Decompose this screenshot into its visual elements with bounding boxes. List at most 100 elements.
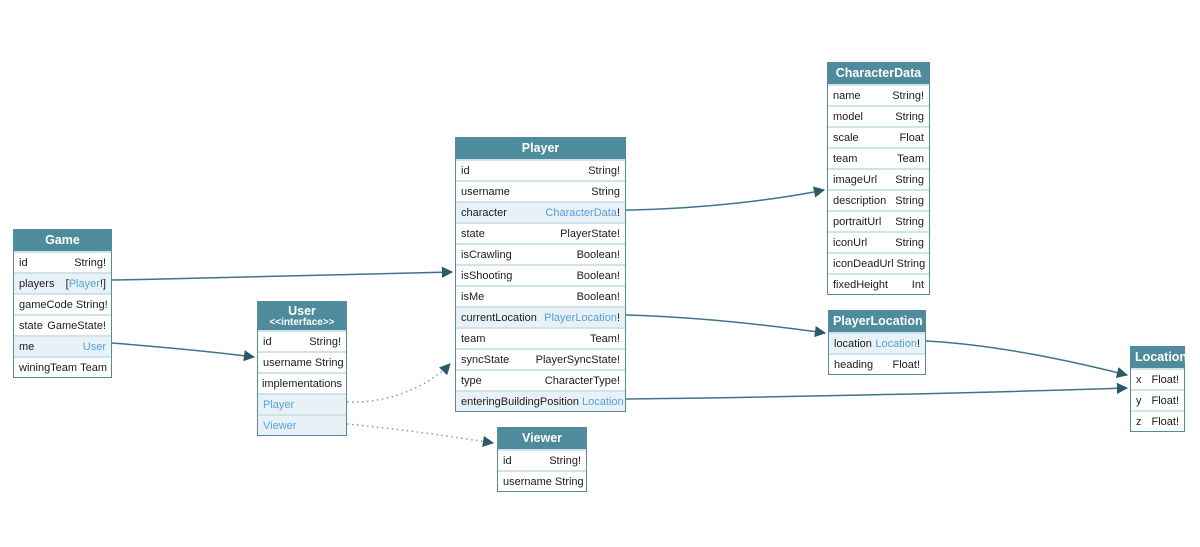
game-row-players[interactable]: players [Player!]	[14, 272, 111, 293]
field-type: String!	[309, 335, 341, 348]
location-row-y[interactable]: y Float!	[1131, 389, 1184, 410]
node-user-header[interactable]: User <<interface>>	[258, 302, 346, 330]
node-characterdata-header[interactable]: CharacterData	[828, 63, 929, 84]
node-characterdata[interactable]: CharacterData name String! model String …	[827, 62, 930, 295]
field-type: String!	[588, 164, 620, 177]
node-viewer-header[interactable]: Viewer	[498, 428, 586, 449]
player-row-state[interactable]: state PlayerState!	[456, 222, 625, 243]
node-game[interactable]: Game id String! players [Player!] gameCo…	[13, 229, 112, 378]
field-name: isShooting	[461, 269, 513, 282]
node-location[interactable]: Location x Float! y Float! z Float!	[1130, 346, 1187, 432]
field-type: String	[896, 257, 926, 270]
characterdata-row-scale[interactable]: scale Float	[828, 126, 929, 147]
field-type: String	[554, 475, 584, 488]
user-implementation-viewer[interactable]: Viewer	[258, 414, 346, 435]
player-row-team[interactable]: team Team!	[456, 327, 625, 348]
location-row-x[interactable]: x Float!	[1131, 368, 1184, 389]
user-row-id[interactable]: id String!	[258, 330, 346, 351]
node-location-header[interactable]: Location	[1131, 347, 1187, 368]
node-user-title: User	[288, 304, 316, 318]
field-name: scale	[833, 131, 859, 144]
player-row-syncstate[interactable]: syncState PlayerSyncState!	[456, 348, 625, 369]
game-row-winingteam[interactable]: winingTeam Team	[14, 356, 111, 377]
field-type: Location!	[875, 337, 920, 350]
player-row-isshooting[interactable]: isShooting Boolean!	[456, 264, 625, 285]
field-type: PlayerState!	[560, 227, 620, 240]
node-viewer-title: Viewer	[521, 431, 563, 445]
field-name: z	[1136, 415, 1142, 428]
field-name: team	[461, 332, 486, 345]
playerlocation-row-location[interactable]: location Location!	[829, 332, 925, 353]
node-viewer[interactable]: Viewer id String! username String	[497, 427, 587, 492]
field-type: Team	[80, 361, 107, 374]
field-type: String	[314, 356, 344, 369]
game-row-state[interactable]: state GameState!	[14, 314, 111, 335]
viewer-row-id[interactable]: id String!	[498, 449, 586, 470]
characterdata-row-model[interactable]: model String	[828, 105, 929, 126]
field-type: String!	[892, 89, 924, 102]
field-type: String	[895, 215, 924, 228]
edge-user-viewer-implementation	[346, 423, 495, 447]
characterdata-row-iconurl[interactable]: iconUrl String	[828, 231, 929, 252]
node-user[interactable]: User <<interface>> id String! username S…	[257, 301, 347, 436]
player-row-enteringbuildingposition[interactable]: enteringBuildingPosition Location	[456, 390, 625, 411]
playerlocation-row-heading[interactable]: heading Float!	[829, 353, 925, 374]
field-name: isCrawling	[461, 248, 512, 261]
edge-player-currentlocation-to-playerlocation	[625, 314, 827, 338]
field-type: [Player!]	[65, 277, 106, 290]
node-game-title: Game	[45, 233, 80, 247]
edge-game-players-to-player	[111, 266, 454, 281]
player-row-currentlocation[interactable]: currentLocation PlayerLocation!	[456, 306, 625, 327]
characterdata-row-description[interactable]: description String	[828, 189, 929, 210]
player-row-username[interactable]: username String	[456, 180, 625, 201]
field-name: players	[19, 277, 55, 290]
user-implementation-player[interactable]: Player	[258, 393, 346, 414]
viewer-row-username[interactable]: username String	[498, 470, 586, 491]
game-row-id[interactable]: id String!	[14, 251, 111, 272]
characterdata-row-name[interactable]: name String!	[828, 84, 929, 105]
characterdata-row-team[interactable]: team Team	[828, 147, 929, 168]
edge-player-character-to-characterdata	[625, 186, 826, 211]
edge-user-player-implementation	[346, 363, 451, 403]
field-name: location	[834, 337, 872, 350]
player-row-iscrawling[interactable]: isCrawling Boolean!	[456, 243, 625, 264]
user-row-username[interactable]: username String	[258, 351, 346, 372]
field-type: Float!	[1151, 415, 1179, 428]
field-type: Float	[899, 131, 924, 144]
characterdata-row-imageurl[interactable]: imageUrl String	[828, 168, 929, 189]
field-type: Float!	[892, 358, 920, 371]
field-type: PlayerLocation!	[544, 311, 620, 324]
field-type: Boolean!	[576, 248, 620, 261]
location-row-z[interactable]: z Float!	[1131, 410, 1184, 431]
characterdata-row-portraiturl[interactable]: portraitUrl String	[828, 210, 929, 231]
field-type: String!	[74, 256, 106, 269]
node-playerlocation[interactable]: PlayerLocation location Location! headin…	[828, 310, 926, 375]
edge-game-me-to-user	[111, 342, 256, 362]
player-row-type[interactable]: type CharacterType!	[456, 369, 625, 390]
field-type: User	[82, 340, 106, 353]
characterdata-row-fixedheight[interactable]: fixedHeight Int	[828, 273, 929, 294]
game-row-gamecode[interactable]: gameCode String!	[14, 293, 111, 314]
player-row-id[interactable]: id String!	[456, 159, 625, 180]
game-row-me[interactable]: me User	[14, 335, 111, 356]
field-name: name	[833, 89, 861, 102]
field-name: iconUrl	[833, 236, 868, 249]
edge-playerlocation-location-to-location	[925, 340, 1129, 379]
field-type: String	[895, 110, 924, 123]
implementation-link: Player	[263, 398, 295, 411]
node-game-header[interactable]: Game	[14, 230, 111, 251]
field-name: imageUrl	[833, 173, 878, 186]
field-type: Boolean!	[576, 290, 620, 303]
player-row-character[interactable]: character CharacterData!	[456, 201, 625, 222]
field-type: Boolean!	[576, 269, 620, 282]
field-name: model	[833, 110, 863, 123]
node-player-title: Player	[521, 141, 560, 155]
player-row-isme[interactable]: isMe Boolean!	[456, 285, 625, 306]
node-player-header[interactable]: Player	[456, 138, 625, 159]
field-type: Int	[911, 278, 924, 291]
characterdata-row-icondeadurl[interactable]: iconDeadUrl String	[828, 252, 929, 273]
field-type: CharacterType!	[544, 374, 620, 387]
node-player[interactable]: Player id String! username String charac…	[455, 137, 626, 412]
node-playerlocation-header[interactable]: PlayerLocation	[829, 311, 925, 332]
